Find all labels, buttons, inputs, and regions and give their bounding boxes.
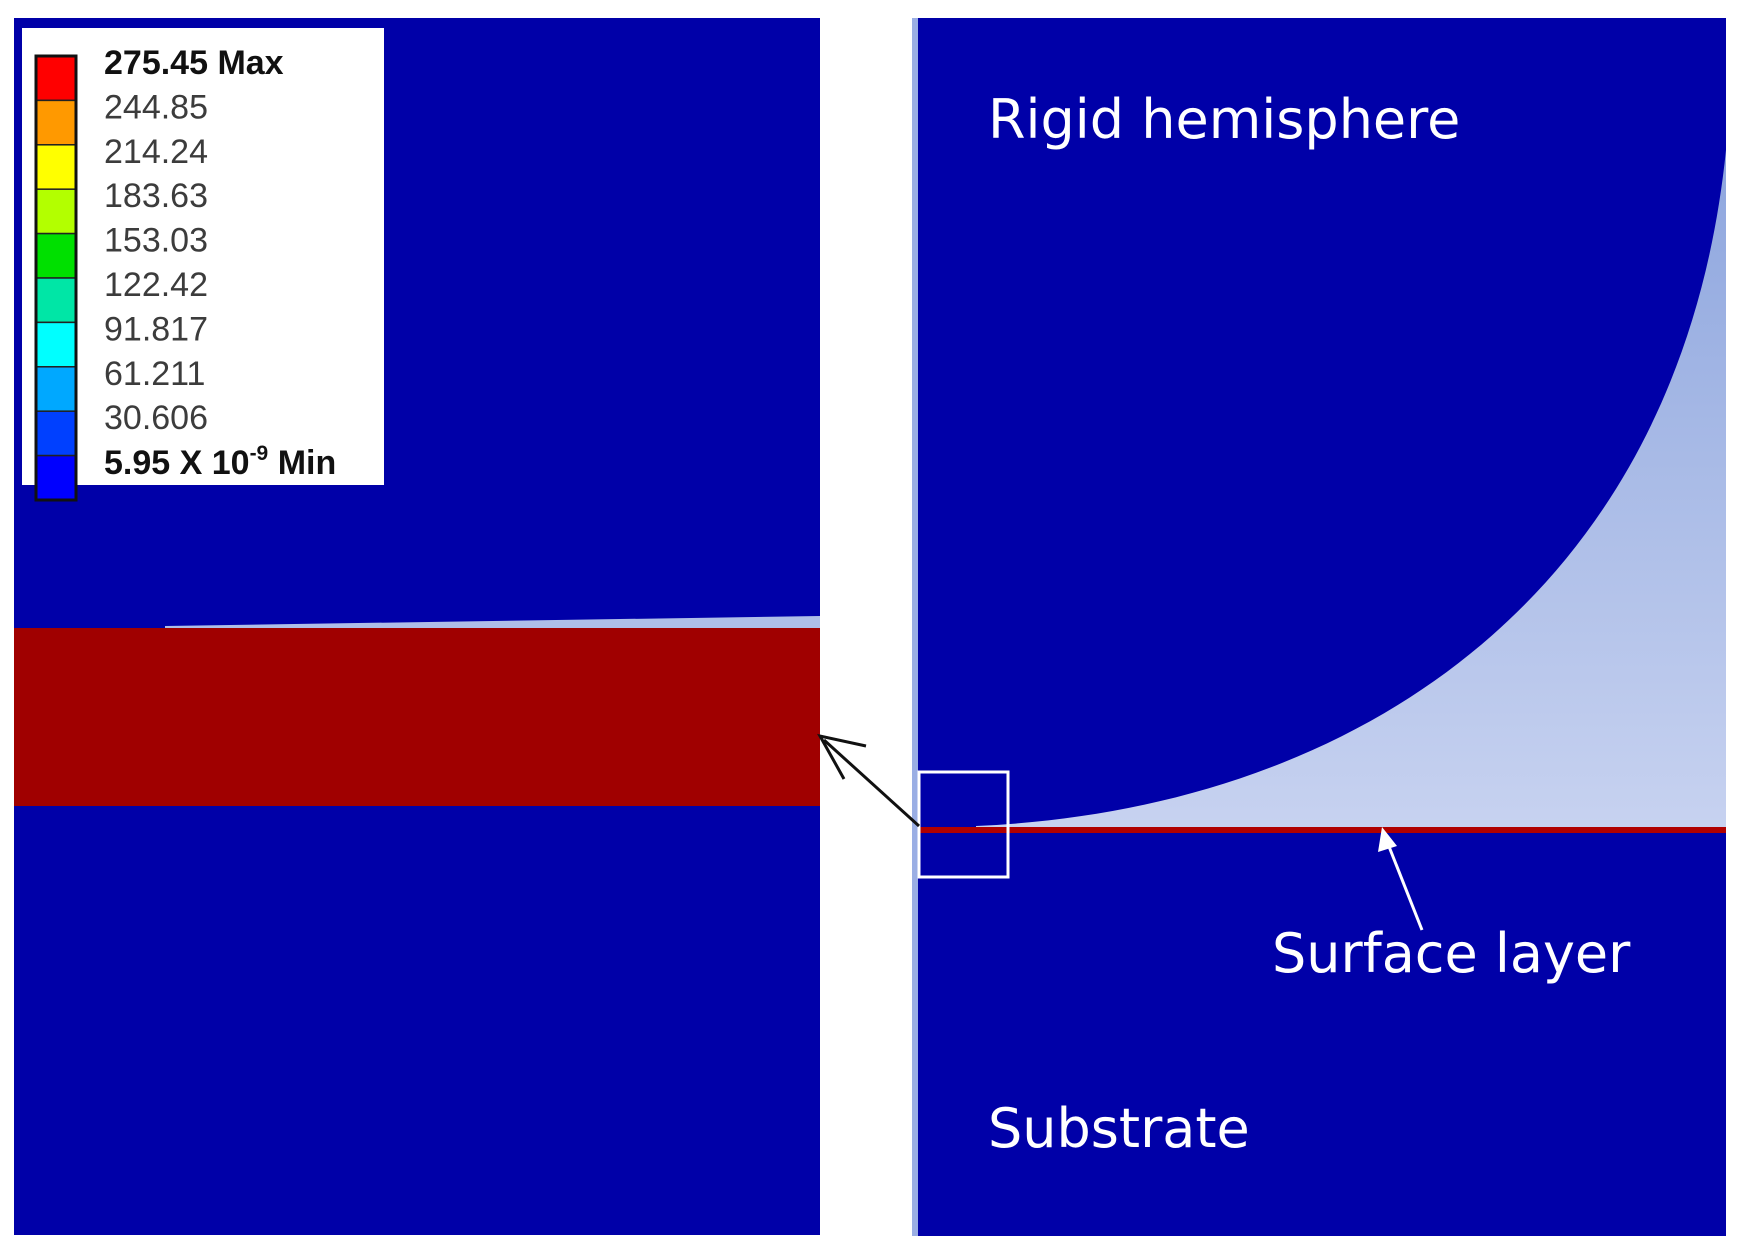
legend-box <box>22 28 384 485</box>
legend-level-label: 30.606 <box>104 399 208 437</box>
zoom-connector-arrow <box>817 733 921 828</box>
legend-swatch <box>35 321 77 368</box>
legend-min-label: 5.95 X 10-9 Min <box>104 442 336 482</box>
contact-gap-sliver <box>165 616 820 628</box>
zoomed-contour-panel <box>14 18 820 1235</box>
legend-swatch <box>35 99 77 146</box>
rigid-hemisphere-gap <box>976 150 1726 828</box>
surface-layer-label: Surface layer <box>1272 922 1631 985</box>
surface-layer-pointer-arrow <box>1378 827 1424 931</box>
rigid-hemisphere-label: Rigid hemisphere <box>988 88 1460 151</box>
legend-swatches <box>34 54 78 502</box>
legend-swatch <box>35 188 77 235</box>
legend-swatch <box>35 366 77 412</box>
surface-layer-band <box>14 628 820 806</box>
legend-colorbar-outline <box>34 54 78 502</box>
legend-level-label: 91.817 <box>104 310 208 348</box>
legend-level-label: 61.211 <box>104 355 205 393</box>
legend-level-label: 275.45 Max <box>104 44 284 82</box>
legend-level-label: 244.85 <box>104 88 208 126</box>
surface-layer-line <box>918 827 1726 833</box>
legend-swatch <box>35 55 77 102</box>
legend-swatch <box>35 277 77 324</box>
substrate-label: Substrate <box>988 1097 1250 1160</box>
legend-level-label: 122.42 <box>104 266 208 304</box>
model-panel-edge <box>912 18 920 1236</box>
model-overview-panel: Rigid hemisphere Surface layer Substrate <box>912 18 1726 1236</box>
contour-legend: 275.45 Max 244.85 214.24 183.63 153.03 122.42… <box>22 28 384 502</box>
legend-labels: 275.45 Max 244.85 214.24 183.63 153.03 122.42… <box>104 44 284 437</box>
legend-level-label: 153.03 <box>104 222 208 260</box>
legend-swatch <box>35 232 77 279</box>
legend-level-label: 183.63 <box>104 177 208 215</box>
legend-swatch <box>35 144 77 190</box>
legend-swatch <box>35 454 77 501</box>
legend-level-label: 214.24 <box>104 133 208 171</box>
substrate-region <box>14 806 820 1235</box>
legend-swatch <box>35 410 77 457</box>
